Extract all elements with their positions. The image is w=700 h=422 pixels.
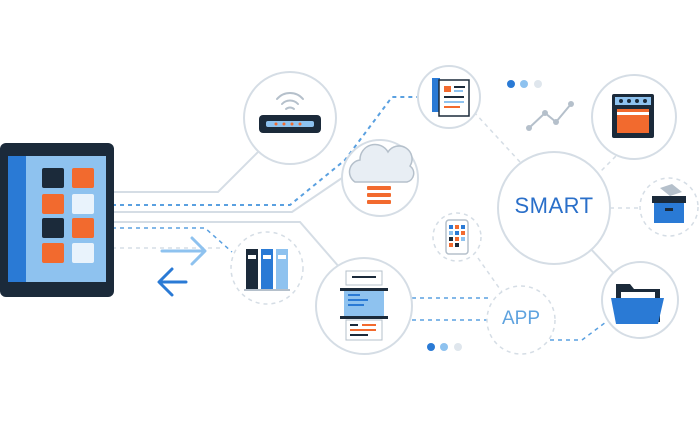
connector-dashed-folder bbox=[550, 321, 607, 341]
connector-gray-doc-smart bbox=[473, 111, 521, 163]
storage-box-icon bbox=[652, 184, 686, 223]
router-icon bbox=[259, 92, 321, 133]
connector-tablet-cloud bbox=[112, 177, 343, 213]
pager-dots-bottom bbox=[427, 343, 462, 351]
line-graph-icon bbox=[526, 101, 574, 131]
document-icon bbox=[432, 78, 470, 117]
smart-node bbox=[497, 151, 611, 265]
smart-label: SMART bbox=[514, 193, 594, 218]
cloud-icon bbox=[348, 143, 415, 204]
connector-gray-phone-app bbox=[477, 257, 503, 293]
app-label: APP bbox=[501, 308, 541, 329]
oven-icon bbox=[612, 94, 654, 138]
binders-icon bbox=[244, 249, 290, 291]
connector-tablet-scanner bbox=[112, 221, 341, 269]
connector-dashed-document bbox=[112, 96, 428, 206]
folder-icon bbox=[611, 284, 664, 324]
connector-tablet-router bbox=[112, 147, 263, 193]
connector-lines bbox=[112, 96, 640, 341]
scanner-icon bbox=[340, 270, 388, 341]
app-node bbox=[486, 285, 556, 355]
connector-gray-smart-oven bbox=[595, 151, 621, 177]
arrows-icon bbox=[157, 236, 207, 297]
mobile-phone-icon bbox=[445, 219, 469, 255]
pager-dots-top bbox=[507, 80, 542, 88]
tablet-icon bbox=[0, 143, 114, 297]
